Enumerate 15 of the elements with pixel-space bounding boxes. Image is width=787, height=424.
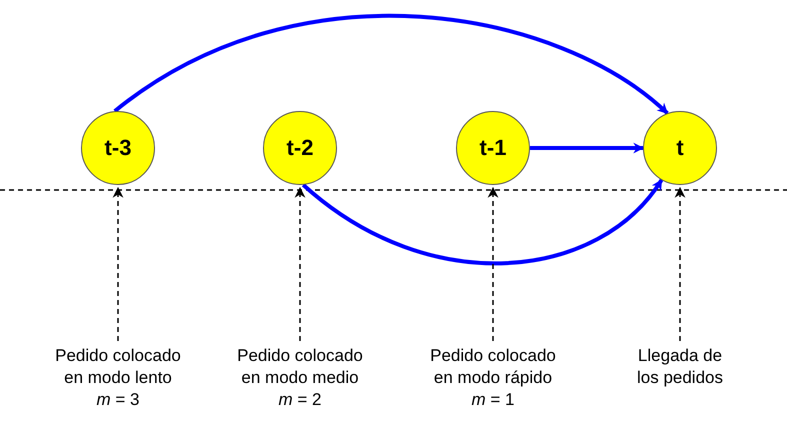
time-label: t-1	[480, 135, 506, 161]
arrow	[114, 14, 669, 115]
arrow	[530, 142, 644, 154]
dashed-arrow	[112, 186, 124, 341]
time-label: t-3	[104, 135, 132, 161]
dashed-arrow	[674, 186, 686, 341]
mode-formula: m = 2	[278, 389, 322, 411]
arrow	[302, 178, 664, 266]
time-label: t	[676, 135, 684, 161]
dashed-arrow	[294, 186, 306, 341]
caption-text: Llegada de los pedidos	[636, 345, 724, 389]
mode-formula: m = 1	[471, 389, 514, 411]
dashed-arrow	[488, 186, 498, 341]
time-label: t-2	[286, 135, 314, 161]
mode-formula: m = 3	[96, 389, 140, 411]
